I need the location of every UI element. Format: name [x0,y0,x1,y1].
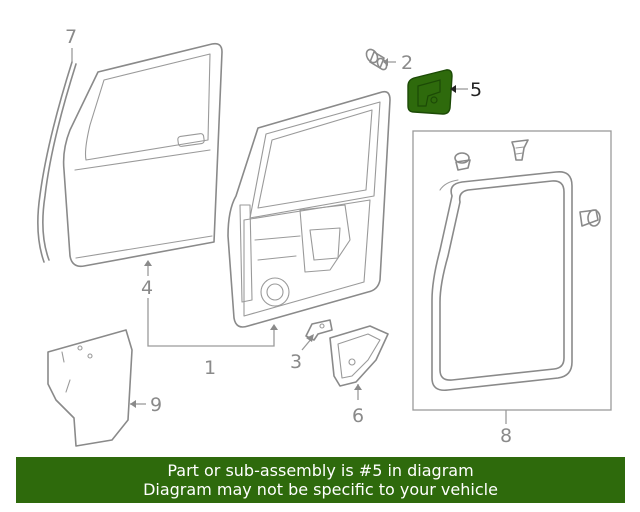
part-7-weatherstrip [37,61,77,263]
callout-7: 7 [65,26,77,48]
part-2-bolt [365,48,388,71]
callout-5: 5 [470,79,482,101]
part-5-highlighted-bracket [407,69,453,115]
part-4-outer-door-shell [62,42,223,268]
part-1-door-assembly [227,90,391,328]
callout-8: 8 [500,425,512,447]
part-8-group [412,130,612,411]
callout-6: 6 [352,405,364,427]
part-9-insulator [47,329,133,447]
leader-lines [71,48,507,424]
callout-4: 4 [141,277,153,299]
part-6-cover [329,325,389,387]
banner-line-part: Part or sub-assembly is #5 in diagram [167,461,474,480]
part-3-clip [305,319,333,341]
callout-labels: 7 2 5 4 1 3 6 8 9 [65,26,512,447]
callout-1: 1 [204,357,216,379]
part-info-banner: Part or sub-assembly is #5 in diagram Di… [16,457,625,503]
parts-diagram: 7 2 5 4 1 3 6 8 9 [37,26,612,447]
callout-2: 2 [401,52,413,74]
callout-9: 9 [150,394,162,416]
banner-line-disclaimer: Diagram may not be specific to your vehi… [143,480,498,499]
callout-3: 3 [290,351,302,373]
